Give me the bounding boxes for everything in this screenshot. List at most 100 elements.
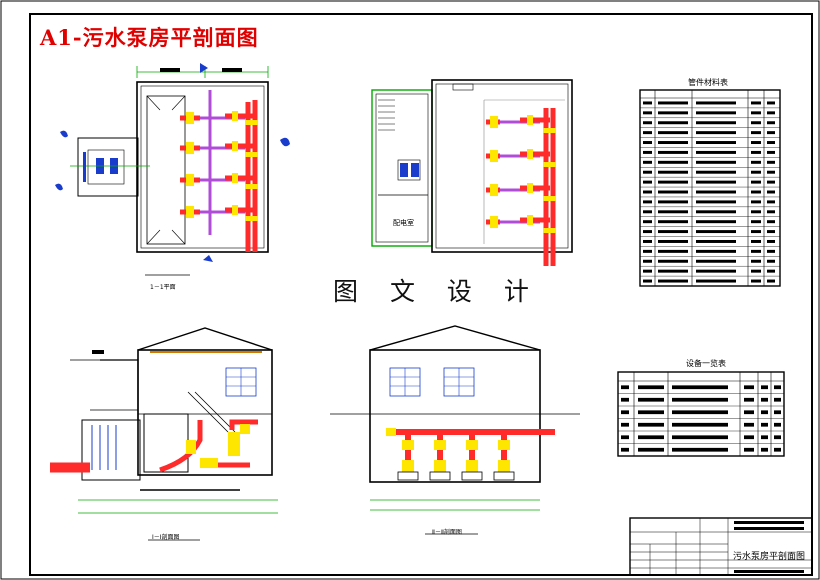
table-cell-bar bbox=[643, 180, 652, 184]
table-cell-bar bbox=[767, 249, 775, 253]
table-cell-bar bbox=[751, 210, 761, 214]
table-cell-bar bbox=[744, 385, 754, 390]
table-cell-bar bbox=[767, 180, 775, 184]
section-one-label: Ⅰ－Ⅰ剖面图 bbox=[152, 534, 180, 541]
table-cell-bar bbox=[621, 435, 629, 440]
table-cell-bar bbox=[744, 435, 754, 440]
table-cell-bar bbox=[774, 397, 781, 402]
table-cell-bar bbox=[696, 259, 736, 263]
table-cell-bar bbox=[751, 170, 761, 174]
table-cell-bar bbox=[643, 101, 652, 105]
table-cell-bar bbox=[621, 447, 629, 452]
table-cell-bar bbox=[767, 279, 775, 283]
table-cell-bar bbox=[751, 239, 761, 243]
table-cell-bar bbox=[658, 259, 688, 263]
table-cell-bar bbox=[658, 239, 688, 243]
table-cell-bar bbox=[761, 422, 768, 427]
table-cell-bar bbox=[643, 121, 652, 125]
table-cell-bar bbox=[638, 410, 664, 415]
table-cell-bar bbox=[751, 141, 761, 145]
drawing-title: A1-污水泵房平剖面图 bbox=[40, 25, 259, 50]
table-cell-bar bbox=[761, 447, 768, 452]
table-cell-bar bbox=[658, 210, 688, 214]
table-cell-bar bbox=[767, 210, 775, 214]
table-cell-bar bbox=[621, 397, 629, 402]
table-cell-bar bbox=[658, 279, 688, 283]
table-cell-bar bbox=[696, 210, 736, 214]
table-cell-bar bbox=[696, 269, 736, 273]
table-cell-bar bbox=[696, 279, 736, 283]
table-cell-bar bbox=[621, 385, 629, 390]
table-cell-bar bbox=[696, 111, 736, 115]
table-cell-bar bbox=[672, 397, 728, 402]
table-cell-bar bbox=[696, 101, 736, 105]
table-cell-bar bbox=[643, 249, 652, 253]
table-cell-bar bbox=[767, 190, 775, 194]
table-cell-bar bbox=[638, 447, 664, 452]
table-cell-bar bbox=[767, 200, 775, 204]
table-cell-bar bbox=[767, 101, 775, 105]
table-cell-bar bbox=[696, 249, 736, 253]
table-cell-bar bbox=[643, 200, 652, 204]
table-cell-bar bbox=[751, 160, 761, 164]
table-cell-bar bbox=[751, 220, 761, 224]
table-cell-bar bbox=[643, 131, 652, 135]
title-block bbox=[629, 517, 813, 576]
table-cell-bar bbox=[761, 397, 768, 402]
table-cell-bar bbox=[767, 239, 775, 243]
table-cell-bar bbox=[751, 279, 761, 283]
table-cell-bar bbox=[643, 230, 652, 234]
table-cell-bar bbox=[658, 111, 688, 115]
building-plan bbox=[371, 79, 573, 266]
table-cell-bar bbox=[672, 422, 728, 427]
table-cell-bar bbox=[744, 410, 754, 415]
table-cell-bar bbox=[767, 111, 775, 115]
table-cell-bar bbox=[696, 180, 736, 184]
table-cell-bar bbox=[774, 435, 781, 440]
table-cell-bar bbox=[767, 269, 775, 273]
table-cell-bar bbox=[638, 422, 664, 427]
table-cell-bar bbox=[643, 220, 652, 224]
table-cell-bar bbox=[751, 259, 761, 263]
table-cell-bar bbox=[658, 121, 688, 125]
table-cell-bar bbox=[672, 435, 728, 440]
table-cell-bar bbox=[658, 249, 688, 253]
table-cell-bar bbox=[767, 170, 775, 174]
equipment-table-title: 设备一览表 bbox=[686, 359, 726, 368]
table-cell-bar bbox=[672, 385, 728, 390]
table-cell-bar bbox=[696, 200, 736, 204]
table-cell-bar bbox=[643, 150, 652, 154]
table-cell-bar bbox=[658, 200, 688, 204]
table-cell-bar bbox=[696, 160, 736, 164]
table-cell-bar bbox=[621, 410, 629, 415]
room-label: 配电室 bbox=[393, 219, 414, 227]
table-cell-bar bbox=[696, 239, 736, 243]
table-cell-bar bbox=[774, 422, 781, 427]
table-cell-bar bbox=[767, 220, 775, 224]
table-cell-bar bbox=[643, 111, 652, 115]
plan-view bbox=[55, 63, 290, 276]
table-cell-bar bbox=[643, 259, 652, 263]
table-cell-bar bbox=[751, 131, 761, 135]
table-cell-bar bbox=[774, 385, 781, 390]
table-cell-bar bbox=[696, 190, 736, 194]
table-cell-bar bbox=[751, 180, 761, 184]
table-cell-bar bbox=[696, 170, 736, 174]
table-cell-bar bbox=[658, 230, 688, 234]
table-cell-bar bbox=[696, 150, 736, 154]
table-cell-bar bbox=[767, 141, 775, 145]
titleblock-drawing-name: 污水泵房平剖面图 bbox=[733, 552, 806, 562]
table-cell-bar bbox=[751, 269, 761, 273]
table-cell-bar bbox=[672, 447, 728, 452]
table-cell-bar bbox=[638, 397, 664, 402]
table-cell-bar bbox=[643, 239, 652, 243]
table-cell-bar bbox=[658, 190, 688, 194]
equipment-table bbox=[617, 371, 785, 457]
table-cell-bar bbox=[767, 131, 775, 135]
table-cell-bar bbox=[658, 101, 688, 105]
section-one bbox=[50, 327, 278, 541]
table-cell-bar bbox=[696, 230, 736, 234]
table-cell-bar bbox=[658, 269, 688, 273]
